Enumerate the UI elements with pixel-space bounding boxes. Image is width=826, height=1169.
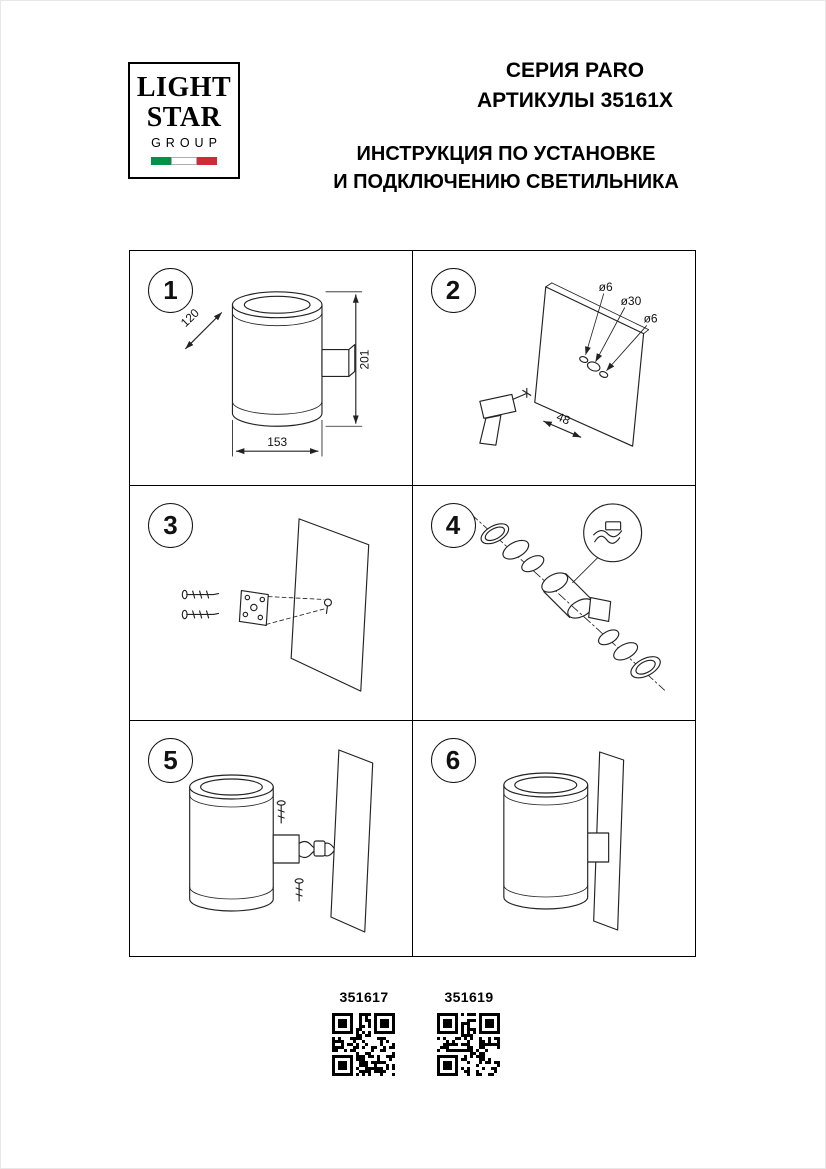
step-panel-4: 4 (412, 486, 695, 721)
hole-label-small-2: ø6 (643, 312, 657, 326)
depth-dimension (542, 420, 581, 438)
step-2-number: 2 (430, 268, 476, 313)
instruction-title-line1: ИНСТРУКЦИЯ ПО УСТАНОВКЕ (356, 143, 656, 165)
step-6-number: 6 (430, 738, 476, 783)
exploded-lamp-parts (469, 513, 665, 691)
dimension-label-height: 201 (358, 349, 372, 369)
wall-panel (290, 518, 370, 692)
instruction-title-line2: И ПОДКЛЮЧЕНИЮ СВЕТИЛЬНИКА (333, 171, 679, 193)
italy-flag-icon (151, 157, 217, 165)
logo-word-group: GROUP (151, 136, 222, 150)
wall-lamp-body (189, 774, 300, 912)
instruction-grid: 1 120 (129, 250, 696, 957)
series-title: СЕРИЯ PARO (505, 59, 645, 82)
mounting-plate (238, 589, 327, 626)
step-3-drawing-bracket-mounting (181, 518, 370, 692)
step-panel-1: 1 120 (130, 251, 413, 486)
wall-panel-with-holes (533, 282, 649, 447)
step-6-drawing-final-mounted (502, 751, 624, 931)
article-code-left: 351617 (339, 989, 389, 1005)
flag-green-segment (151, 157, 171, 165)
hole-label-small-1: ø6 (598, 280, 612, 294)
logo-word-light: LIGHT (136, 72, 232, 103)
step-5-number: 5 (148, 738, 193, 783)
header-instruction-block: ИНСТРУКЦИЯ ПО УСТАНОВКЕ И ПОДКЛЮЧЕНИЮ СВ… (300, 140, 712, 196)
qr-code-left (332, 1013, 395, 1076)
wall-panel (330, 749, 374, 933)
logo-word-star: STAR (146, 102, 222, 133)
step-3-number: 3 (148, 503, 193, 548)
step-1-drawing-dimensions: 120 201 153 (178, 291, 372, 457)
fixing-screws (276, 800, 304, 902)
step-panel-3: 3 (130, 486, 413, 721)
dimension-label-width: 153 (267, 435, 287, 449)
step-panel-5: 5 (130, 721, 413, 956)
lightstar-logo: LIGHT STAR GROUP (128, 62, 240, 179)
step-5-drawing-wiring-connection (189, 749, 374, 933)
wall-lamp-outline (185, 291, 363, 457)
qr-code-right (437, 1013, 500, 1076)
drill-tool (478, 387, 531, 446)
step-4-drawing-exploded-assembly (469, 503, 665, 691)
articles-title: АРТИКУЛЫ 35161X (477, 89, 673, 112)
step-panel-2: 2 (412, 251, 695, 486)
mounting-screws (181, 589, 220, 620)
step-4-number: 4 (430, 503, 476, 548)
connection-wires (296, 840, 335, 859)
wiring-detail-circle (571, 503, 642, 584)
step-panel-6: 6 (413, 721, 696, 956)
depth-label: 48 (554, 410, 572, 428)
mounted-lamp (502, 772, 609, 910)
header-series-block: СЕРИЯ PARO АРТИКУЛЫ 35161X (440, 56, 710, 116)
step-2-drawing-drilling: ø6 ø30 ø6 48 (478, 280, 657, 447)
hole-label-large: ø30 (620, 294, 641, 308)
flag-red-segment (197, 157, 217, 165)
article-code-right: 351619 (444, 989, 494, 1005)
step-1-number: 1 (148, 268, 193, 313)
flag-white-segment (171, 157, 197, 165)
